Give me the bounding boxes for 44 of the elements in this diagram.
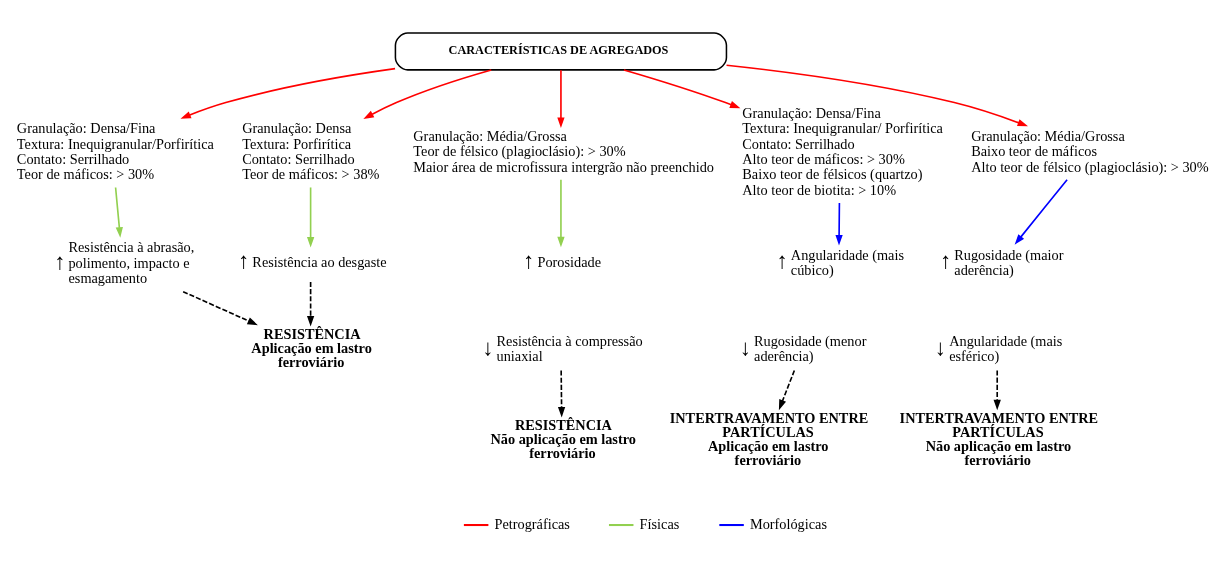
node-label: ↑ xyxy=(54,248,66,274)
legend-label: Físicas xyxy=(639,515,680,532)
arrow xyxy=(835,202,843,246)
node-text: INTERTRAVAMENTO ENTRE PARTÍCULAS Não aplicação em lastro ferroviário xyxy=(899,409,1099,469)
node-text: Angularidade (mais cúbico) xyxy=(790,246,904,278)
arrow xyxy=(557,369,566,418)
arrow xyxy=(1014,178,1068,245)
node-box: CARACTERÍSTICAS DE AGREGADOS xyxy=(394,32,728,71)
node-text: Granulação: Densa/Fina Textura: Inequigranular/Porfirítica Contato: Serrilhado Teor de máficos: > 30% xyxy=(16,120,214,183)
arrow xyxy=(180,67,396,119)
legend-label: Petrográficas xyxy=(494,515,570,532)
node-label: ↓ xyxy=(934,334,947,360)
node-text: Granulação: Densa/Fina Textura: Inequigranular/ Porfirítica Contato: Serrilhado Alto teor de máficos: > 30% Baixo teor de félsicos (quartzo) Alto teor de biotita: > 10% xyxy=(742,105,943,198)
node-text: Porosidade xyxy=(537,254,601,271)
node-text: Rugosidade (maior aderência) xyxy=(954,246,1064,278)
node-text: RESISTÊNCIA Aplicação em lastro ferroviário xyxy=(251,325,372,371)
node-label: ↓ xyxy=(739,334,751,360)
node-text: Resistência à abrasão, polimento, impacto e esmagamento xyxy=(68,239,195,287)
arrow xyxy=(725,64,1029,127)
arrow xyxy=(306,281,315,327)
node-text: Resistência ao desgaste xyxy=(252,254,387,271)
arrow xyxy=(623,69,741,109)
node-label: ↓ xyxy=(482,334,494,360)
node-text: Resistência à compressão uniaxial xyxy=(496,332,643,365)
node-text: Rugosidade (menor aderência) xyxy=(754,332,867,365)
arrow xyxy=(993,369,1001,411)
legend-label: Morfológicas xyxy=(749,515,827,532)
arrow xyxy=(778,369,796,411)
arrow xyxy=(557,178,565,248)
node-text: Granulação: Média/Grossa Baixo teor de máficos Alto teor de félsico (plagioclásio): > 30% xyxy=(971,128,1209,175)
arrow xyxy=(363,69,493,119)
arrow xyxy=(557,69,565,128)
arrow xyxy=(182,290,258,326)
arrow xyxy=(306,186,315,248)
node-label: ↑ xyxy=(939,248,952,274)
node-text: Granulação: Média/Grossa Teor de félsico (plagioclásio): > 30% Maior área de microfissura intergrão não preenchido xyxy=(413,128,714,175)
node-text: Angularidade (mais esférico) xyxy=(949,332,1063,365)
node-label: ↑ xyxy=(776,248,788,274)
node-label: ↑ xyxy=(523,248,535,274)
node-label: ↑ xyxy=(238,248,250,274)
arrow xyxy=(114,186,123,238)
node-text: RESISTÊNCIA Não aplicação em lastro ferroviário xyxy=(490,416,636,462)
node-text: INTERTRAVAMENTO ENTRE PARTÍCULAS Aplicação em lastro ferroviário xyxy=(669,409,869,469)
node-text: Granulação: Densa Textura: Porfirítica Contato: Serrilhado Teor de máficos: > 38% xyxy=(242,120,380,183)
